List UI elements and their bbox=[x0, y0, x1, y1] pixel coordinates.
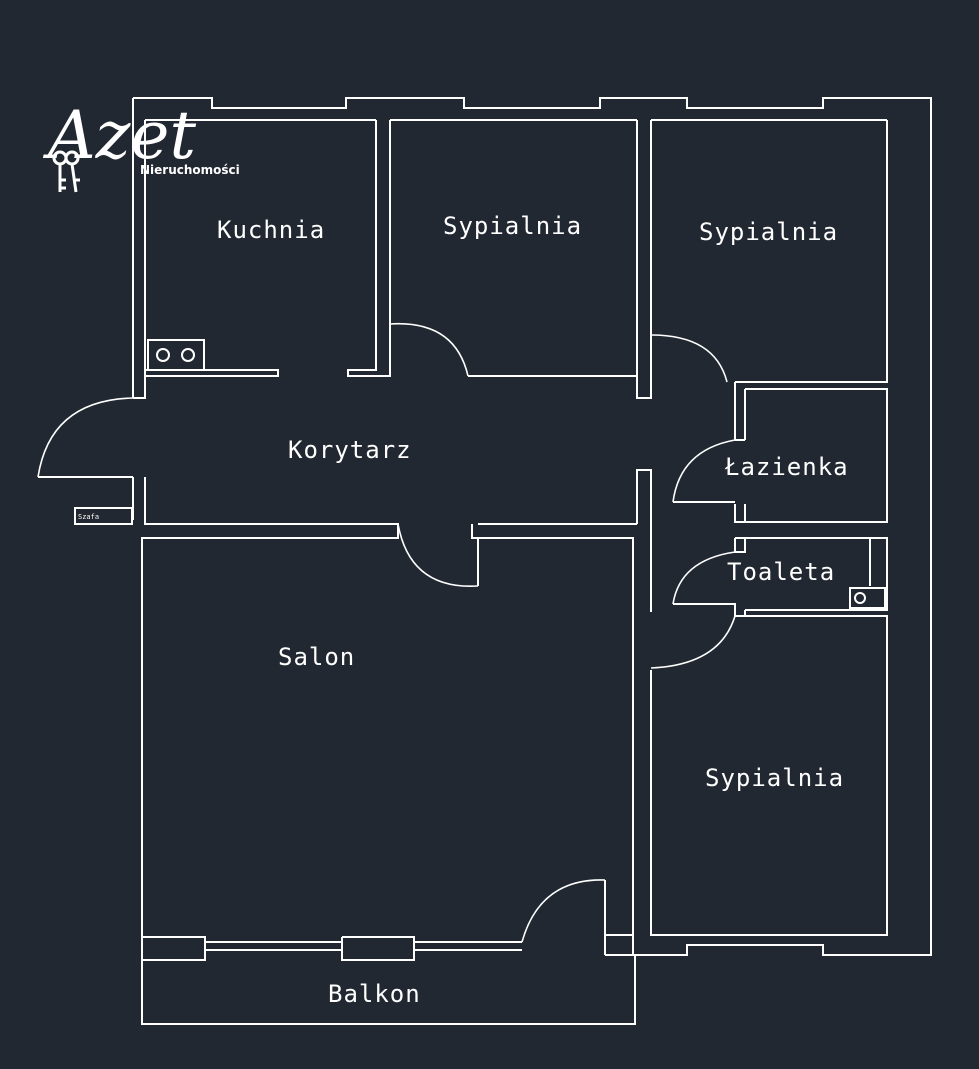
stove-icon bbox=[147, 339, 205, 371]
salon-door bbox=[397, 523, 479, 587]
walls bbox=[38, 97, 932, 1025]
bedroom-3-door bbox=[650, 615, 736, 669]
entry-door bbox=[37, 397, 134, 478]
label-bathroom: Łazienka bbox=[724, 453, 849, 481]
label-toilet: Toaleta bbox=[727, 558, 835, 586]
keys-icon bbox=[52, 150, 80, 193]
logo-subtitle: Nieruchomości bbox=[140, 163, 240, 177]
wardrobe bbox=[74, 507, 133, 525]
doors bbox=[37, 322, 736, 943]
label-corridor: Korytarz bbox=[288, 436, 412, 464]
azet-logo: Azet Nieruchomości bbox=[42, 97, 240, 193]
balcony-door bbox=[521, 879, 606, 943]
label-wardrobe: Szafa bbox=[78, 513, 99, 521]
toilet-door bbox=[672, 551, 736, 605]
bedroom-1-door bbox=[389, 322, 469, 377]
label-bedroom-3: Sypialnia bbox=[705, 764, 844, 792]
label-living-room: Salon bbox=[278, 643, 355, 671]
label-kitchen: Kuchnia bbox=[217, 216, 325, 244]
room-labels: Kuchnia Sypialnia Sypialnia Korytarz Łaz… bbox=[78, 212, 849, 1008]
toilet-icon bbox=[849, 587, 886, 609]
bathroom-door bbox=[672, 439, 736, 503]
label-bedroom-1: Sypialnia bbox=[443, 212, 582, 240]
bedroom-2-door bbox=[650, 334, 728, 383]
label-bedroom-2: Sypialnia bbox=[699, 218, 838, 246]
label-balcony: Balkon bbox=[328, 980, 421, 1008]
